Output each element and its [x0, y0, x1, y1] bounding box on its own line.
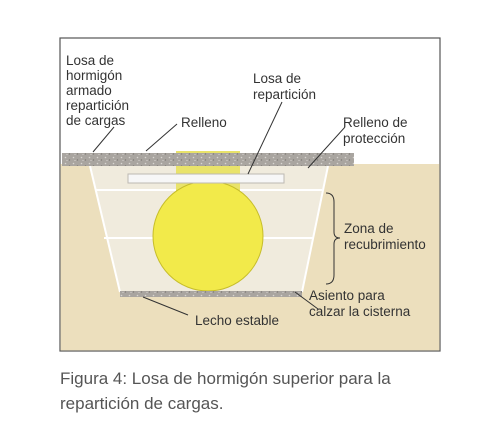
bedding-layer: [120, 291, 302, 297]
leader-line: [294, 291, 319, 310]
label-backfill: Relleno: [181, 115, 227, 130]
zone-brace: [325, 192, 341, 285]
label-line: repartición: [253, 87, 316, 102]
diagram: Losa de hormigón armado repartición de c…: [59, 37, 441, 352]
label-reinforced-slab: Losa de hormigón armado repartición de c…: [66, 53, 133, 128]
label-line: Zona de: [344, 221, 394, 236]
label-line: Losa de: [253, 71, 301, 86]
leader-line: [145, 123, 178, 152]
trench-edge-left: [89, 165, 121, 293]
label-line: armado: [66, 83, 112, 98]
label-distribution-slab: Losa de repartición: [253, 71, 316, 102]
label-line: Asiento para: [309, 288, 385, 303]
label-line: Relleno de: [343, 115, 408, 130]
label-line: de cargas: [66, 113, 126, 128]
tank: [152, 180, 264, 292]
label-line: calzar la cisterna: [309, 304, 411, 319]
label-seat: Asiento para calzar la cisterna: [309, 288, 411, 319]
label-protection-fill: Relleno de protección: [343, 115, 411, 146]
leader-line: [307, 126, 346, 169]
label-line: repartición: [66, 98, 129, 113]
label-cover-zone: Zona de recubrimiento: [344, 221, 426, 252]
leader-line: [247, 101, 283, 175]
trench-edge-right: [301, 165, 329, 293]
label-line: protección: [343, 131, 405, 146]
leader-line: [92, 126, 115, 153]
label-line: recubrimiento: [344, 237, 426, 252]
label-line: hormigón: [66, 68, 122, 83]
figure-caption: Figura 4: Losa de hormigón superior para…: [60, 369, 391, 413]
label-stable-bed: Lecho estable: [195, 313, 279, 328]
concrete-slab: [62, 153, 354, 166]
distribution-slab: [127, 173, 285, 184]
label-line: Losa de: [66, 53, 114, 68]
leader-line: [142, 296, 189, 316]
